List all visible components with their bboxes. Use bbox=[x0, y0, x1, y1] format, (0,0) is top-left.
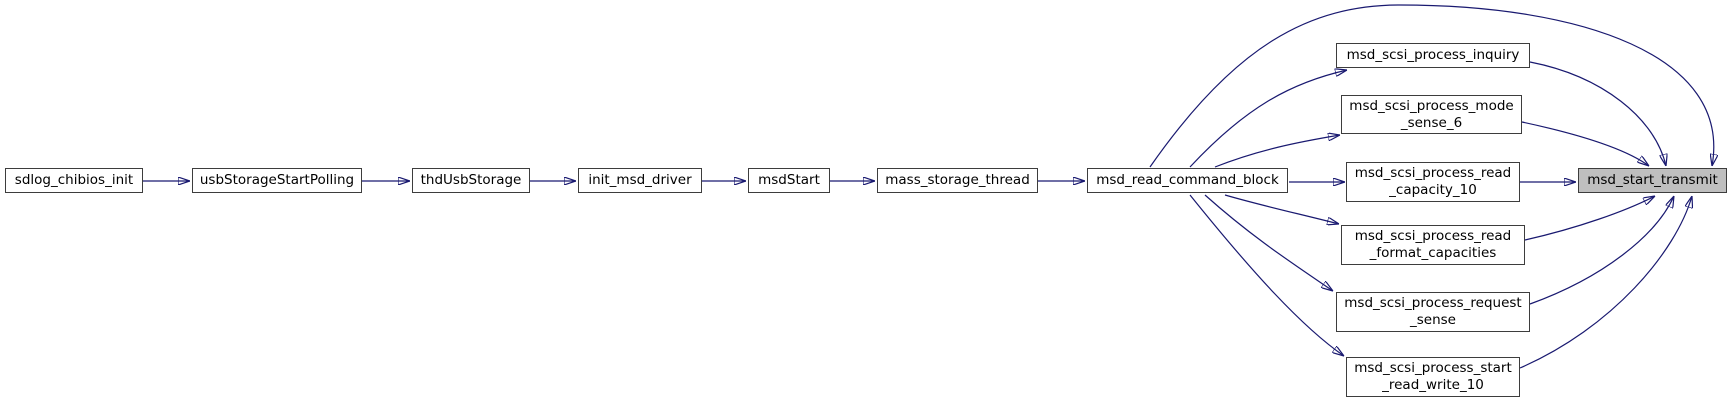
node-mass-storage-thread[interactable]: mass_storage_thread bbox=[877, 168, 1038, 193]
node-label: msd_scsi_process_start bbox=[1354, 360, 1512, 376]
edge-msd_read_command_block-msd_scsi_process_request_sense bbox=[1204, 194, 1333, 291]
node-label: msd_read_command_block bbox=[1096, 172, 1279, 188]
node-label: msd_scsi_process_mode bbox=[1349, 97, 1514, 114]
node-thdusbstorage[interactable]: thdUsbStorage bbox=[412, 168, 530, 193]
edge-msd_read_command_block-msd_start_transmit bbox=[1149, 4, 1714, 168]
node-label: msd_scsi_process_read bbox=[1354, 165, 1512, 181]
node-label: _capacity_10 bbox=[1389, 182, 1477, 198]
node-label: init_msd_driver bbox=[588, 172, 692, 188]
node-label: _read_write_10 bbox=[1382, 377, 1484, 393]
node-msd-start-transmit: msd_start_transmit bbox=[1578, 168, 1727, 193]
node-msd-scsi-process-request-sense[interactable]: msd_scsi_process_request _sense bbox=[1336, 292, 1530, 332]
node-msd-scsi-process-read-capacity-10[interactable]: msd_scsi_process_read _capacity_10 bbox=[1346, 162, 1520, 202]
edge-msd_read_command_block-msd_scsi_process_read_format_capacities bbox=[1224, 194, 1339, 224]
node-label: msdStart bbox=[758, 172, 820, 188]
node-msd-scsi-process-start-read-write-10[interactable]: msd_scsi_process_start _read_write_10 bbox=[1346, 357, 1520, 397]
edge-msd_scsi_process_start_read_write_10-msd_start_transmit bbox=[1519, 196, 1692, 369]
node-label: _sense_6 bbox=[1400, 114, 1463, 131]
node-label: msd_start_transmit bbox=[1587, 172, 1718, 188]
node-label: msd_scsi_process_inquiry bbox=[1346, 47, 1520, 63]
node-label: thdUsbStorage bbox=[420, 172, 522, 188]
node-msd-scsi-process-mode-sense-6[interactable]: msd_scsi_process_mode _sense_6 bbox=[1341, 95, 1522, 134]
edge-msd_scsi_process_read_format_capacities-msd_start_transmit bbox=[1524, 196, 1655, 241]
node-label: msd_scsi_process_request bbox=[1344, 295, 1522, 311]
node-label: sdlog_chibios_init bbox=[14, 172, 134, 188]
node-msd-scsi-process-read-format-capacities[interactable]: msd_scsi_process_read _format_capacities bbox=[1341, 225, 1525, 265]
node-init-msd-driver[interactable]: init_msd_driver bbox=[578, 168, 702, 193]
edge-msd_read_command_block-msd_scsi_process_mode_sense_6 bbox=[1214, 135, 1340, 168]
node-msd-read-command-block[interactable]: msd_read_command_block bbox=[1087, 168, 1288, 193]
node-msdstart[interactable]: msdStart bbox=[748, 168, 830, 193]
node-usbstoragestartpolling[interactable]: usbStorageStartPolling bbox=[192, 168, 362, 193]
edge-msd_scsi_process_inquiry-msd_start_transmit bbox=[1529, 61, 1666, 166]
node-sdlog-chibios-init[interactable]: sdlog_chibios_init bbox=[5, 168, 143, 193]
node-label: mass_storage_thread bbox=[885, 172, 1030, 188]
node-label: msd_scsi_process_read bbox=[1354, 228, 1512, 244]
edge-msd_scsi_process_request_sense-msd_start_transmit bbox=[1529, 196, 1674, 305]
edge-msd_read_command_block-msd_scsi_process_start_read_write_10 bbox=[1189, 194, 1344, 356]
edge-msd_read_command_block-msd_scsi_process_inquiry bbox=[1189, 70, 1347, 168]
edge-msd_scsi_process_mode_sense_6-msd_start_transmit bbox=[1521, 121, 1649, 166]
node-msd-scsi-process-inquiry[interactable]: msd_scsi_process_inquiry bbox=[1336, 43, 1530, 68]
node-label: _sense bbox=[1410, 312, 1456, 328]
node-label: _format_capacities bbox=[1369, 245, 1497, 261]
node-label: usbStorageStartPolling bbox=[199, 172, 355, 188]
